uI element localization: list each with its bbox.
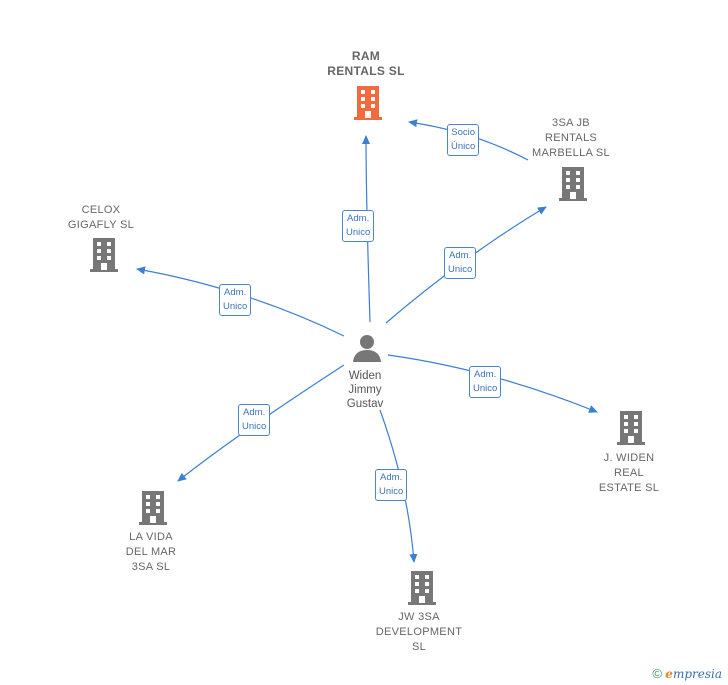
building-icon-j-widen[interactable] — [615, 411, 647, 445]
node-label-line: RENTALS SL — [327, 64, 405, 78]
node-label-3sa-jb[interactable]: 3SA JB RENTALS MARBELLA SL — [521, 116, 621, 161]
node-label-line: J. WIDEN — [603, 452, 655, 464]
brand-name: mpresia — [672, 667, 722, 681]
person-icon[interactable] — [352, 333, 382, 363]
node-label-jw-3sa[interactable]: JW 3SA DEVELOPMENT SL — [369, 610, 469, 655]
edge-label-line: Unico — [473, 383, 498, 394]
node-label-line: DEL MAR — [125, 546, 177, 558]
edge-label-to-ram-rentals[interactable]: Adm. Unico — [342, 210, 375, 242]
node-label-line: GIGAFLY SL — [67, 219, 135, 231]
building-icon-ram-rentals[interactable] — [352, 86, 384, 120]
edge-label-line: Adm. — [449, 250, 472, 261]
edge-label-line: Único — [451, 141, 476, 152]
node-label-line: 3SA JB — [552, 117, 590, 129]
brand-initial: e — [665, 667, 673, 681]
building-icon-3sa-jb[interactable] — [557, 167, 589, 201]
person-label-line: Gustav — [346, 398, 384, 410]
person-label[interactable]: Widen Jimmy Gustav — [325, 369, 405, 411]
node-label-line: RENTALS — [544, 132, 598, 144]
node-label-line: RAM — [351, 49, 381, 63]
edge-label-to-jw-3sa[interactable]: Adm. Unico — [375, 469, 408, 501]
footer-brand[interactable]: © empresia — [652, 666, 722, 681]
node-label-line: CELOX — [81, 204, 121, 216]
node-label-celox[interactable]: CELOX GIGAFLY SL — [51, 203, 151, 233]
edge-label-line: Unico — [242, 421, 267, 432]
node-label-line: SL — [411, 641, 427, 653]
node-label-line: 3SA SL — [131, 561, 171, 573]
copyright-icon: © — [652, 666, 662, 681]
edge-label-line: Socio — [451, 127, 476, 138]
edge-label-line: Adm. — [380, 472, 403, 483]
node-label-line: REAL — [614, 467, 644, 479]
person-label-line: Jimmy — [348, 384, 382, 396]
building-icon-la-vida[interactable] — [137, 491, 169, 525]
node-label-line: MARBELLA SL — [532, 147, 610, 159]
node-label-line: LA VIDA — [129, 531, 173, 543]
edge-label-line: Adm. — [243, 407, 266, 418]
building-icon-jw-3sa[interactable] — [406, 571, 438, 605]
edge-label-socio-unico[interactable]: Socio Único — [447, 124, 480, 156]
edge-label-to-3sa-jb[interactable]: Adm. Unico — [444, 247, 477, 279]
edge-label-line: Adm. — [474, 369, 497, 380]
person-label-line: Widen — [348, 370, 382, 382]
node-label-ram-rentals[interactable]: RAM RENTALS SL — [316, 49, 416, 79]
edge-label-to-celox[interactable]: Adm. Unico — [219, 284, 252, 316]
edge-label-line: Unico — [346, 227, 371, 238]
building-icon-celox[interactable] — [88, 238, 120, 272]
edge-label-line: Unico — [379, 486, 404, 497]
edge-label-line: Adm. — [347, 213, 370, 224]
node-label-line: ESTATE SL — [598, 482, 660, 494]
node-label-line: DEVELOPMENT — [375, 626, 463, 638]
edge-label-to-la-vida[interactable]: Adm. Unico — [238, 404, 271, 436]
edge-label-line: Unico — [448, 264, 473, 275]
brand-logo: empresia — [665, 667, 722, 681]
edge-label-to-j-widen[interactable]: Adm. Unico — [469, 366, 502, 398]
edge-label-line: Adm. — [224, 287, 247, 298]
edge-label-line: Unico — [223, 301, 248, 312]
node-label-line: JW 3SA — [398, 611, 440, 623]
node-label-j-widen[interactable]: J. WIDEN REAL ESTATE SL — [579, 451, 679, 496]
node-label-la-vida[interactable]: LA VIDA DEL MAR 3SA SL — [101, 530, 201, 575]
